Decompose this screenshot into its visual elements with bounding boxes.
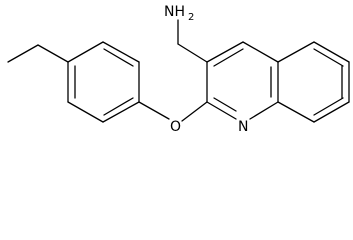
bond-c5-c6 (313, 41, 350, 63)
bond-c3c4-double (213, 48, 244, 67)
bond-oxygen-quinoline (181, 101, 208, 122)
benzo-ring (277, 41, 350, 123)
bond-ph-4-5 (102, 101, 140, 123)
bond-ph-5-6 (67, 101, 104, 123)
ether-linkage: O (138, 101, 208, 135)
amine-label: NH (164, 4, 185, 20)
phenyl-ring (67, 41, 140, 123)
ether-oxygen-label: O (170, 119, 181, 135)
bond-c4a-c5 (277, 41, 315, 63)
bond-c7c8-double (313, 97, 344, 116)
bond-c2n1-double (213, 97, 237, 112)
bond-ethyl-ch2-ring (37, 44, 69, 63)
bond-n1-c2 (206, 101, 237, 120)
bond-ph-double-a (103, 48, 134, 67)
ethyl-group (7, 44, 69, 63)
bond-ph-oxygen (138, 101, 170, 120)
bond-c7-c8 (313, 101, 350, 123)
bond-ethyl-ch3-ch2 (7, 44, 39, 63)
bond-ph-2-3 (102, 41, 140, 63)
bond-ph-1-2 (67, 41, 104, 63)
bond-c8-c8a (277, 101, 315, 123)
chemical-structure-diagram: O N NH 2 (7, 4, 350, 135)
pyridine-ring: N (206, 41, 279, 135)
amine-subscript-label: 2 (188, 12, 194, 23)
bond-c3-c4 (206, 41, 244, 63)
bond-ph-double-b (103, 97, 134, 116)
ring-nitrogen-label: N (238, 119, 248, 135)
aminomethyl-group: NH 2 (164, 4, 208, 63)
bond-c8a-n1 (249, 101, 279, 120)
bond-c5c6-double (313, 48, 344, 67)
bond-c4-c4a (242, 41, 279, 63)
bond-c3-ch2 (177, 43, 208, 63)
